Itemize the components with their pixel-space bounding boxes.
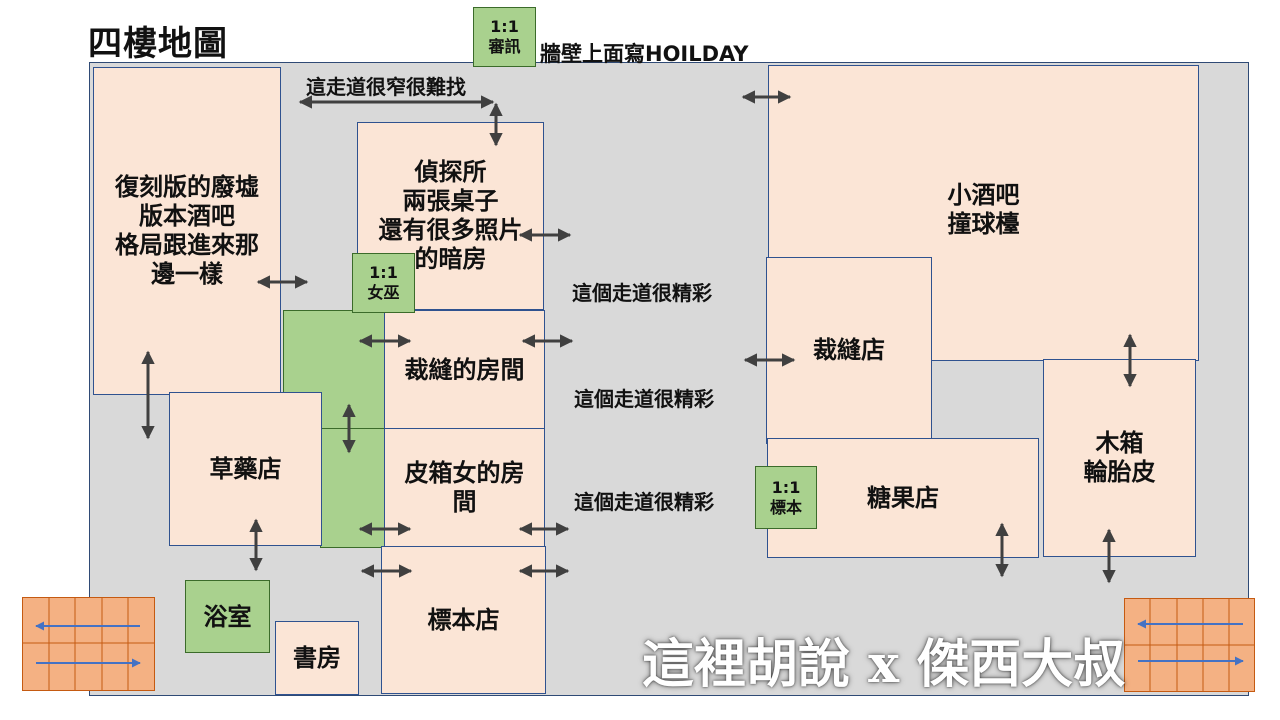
room-suitcase: 皮箱女的房 間 xyxy=(384,428,545,548)
room-crate: 木箱 輪胎皮 xyxy=(1043,359,1196,557)
watermark-text: 這裡胡說 x 傑西大叔 xyxy=(642,634,1126,695)
room-detective: 偵探所 兩張桌子 還有很多照片 的暗房 xyxy=(357,122,544,310)
room-ruins-bar: 復刻版的廢墟 版本酒吧 格局跟進來那 邊一樣 xyxy=(93,67,281,395)
room-study: 書房 xyxy=(275,621,359,695)
room-tailor-shop: 裁縫店 xyxy=(766,257,932,444)
room-herb-shop: 草藥店 xyxy=(169,392,322,546)
note-corridor-1: 這個走道很精彩 xyxy=(572,281,712,305)
stairs-left xyxy=(22,597,155,691)
wall-note: 牆壁上面寫HOILDAY xyxy=(540,42,749,66)
page-title: 四樓地圖 xyxy=(88,24,228,64)
marker-name: 女巫 xyxy=(367,283,400,302)
marker-scale: 1:1 xyxy=(369,263,398,282)
marker-name: 標本 xyxy=(769,497,802,517)
note-corridor-2: 這個走道很精彩 xyxy=(574,387,714,411)
note-corridor-3: 這個走道很精彩 xyxy=(574,490,714,514)
room-bathroom: 浴室 xyxy=(185,580,270,653)
room-tailor: 裁縫的房間 xyxy=(384,310,545,430)
marker-name: 審訊 xyxy=(488,37,521,56)
marker-scale: 1:1 xyxy=(771,477,801,497)
note-narrow-corridor: 這走道很窄很難找 xyxy=(306,75,466,99)
marker-scale: 1:1 xyxy=(490,17,519,36)
